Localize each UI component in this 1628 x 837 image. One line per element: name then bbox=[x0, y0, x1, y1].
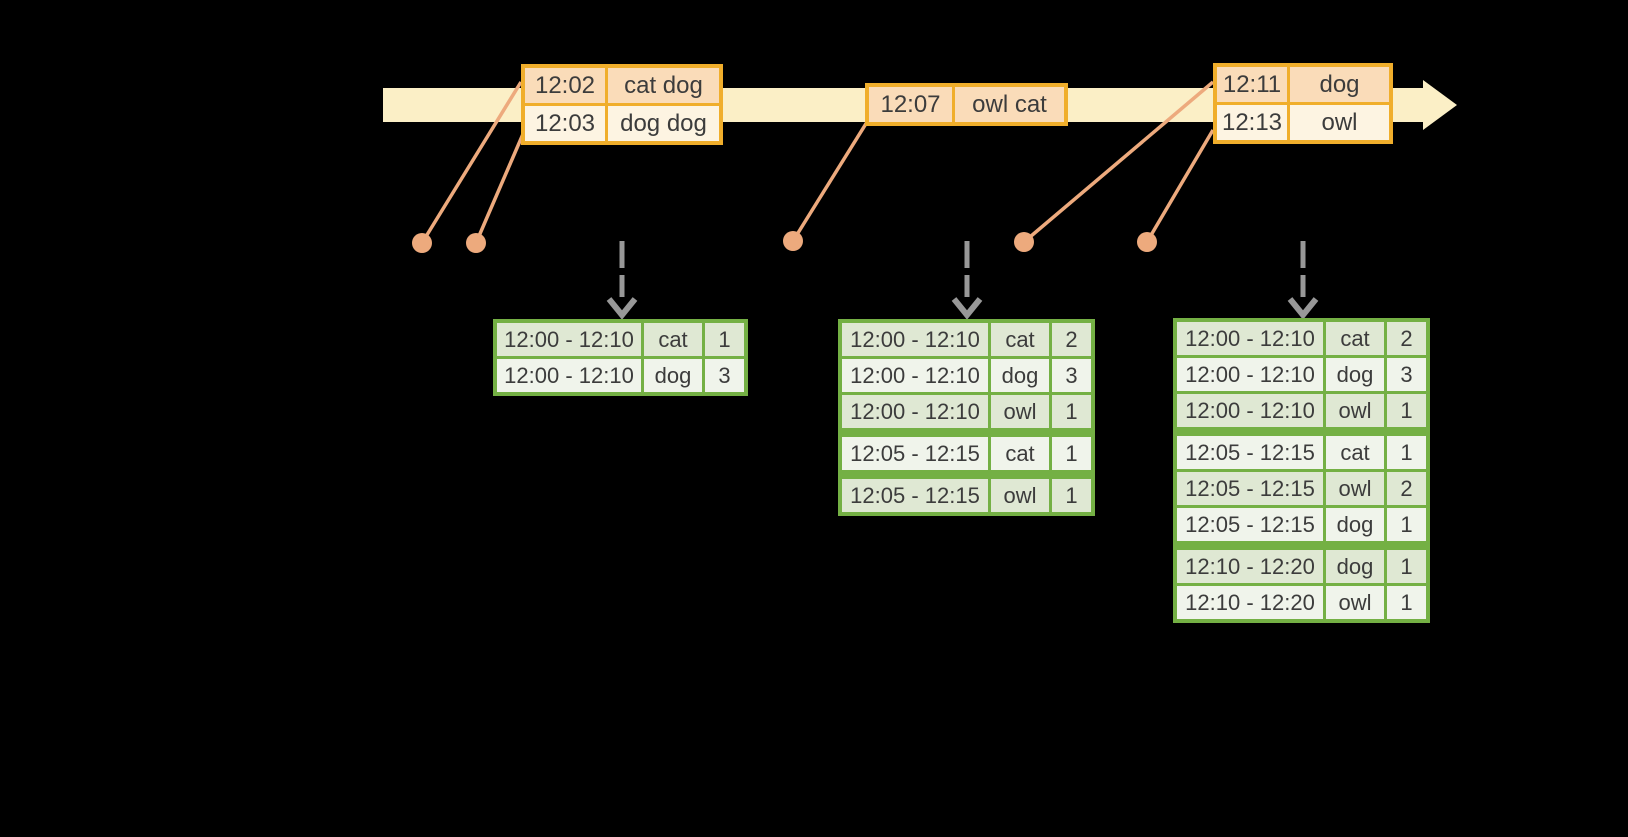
window-cell: 12:00 - 12:10 bbox=[842, 395, 988, 428]
window-cell: 12:00 - 12:10 bbox=[842, 323, 988, 356]
event-dots bbox=[412, 231, 1157, 253]
window-cell: 12:00 - 12:10 bbox=[842, 359, 988, 392]
word-cell: owl bbox=[1326, 394, 1384, 427]
word-cell: cat bbox=[1326, 322, 1384, 355]
count-cell: 2 bbox=[1387, 322, 1426, 355]
word-cell: cat bbox=[991, 323, 1049, 356]
event-time-cell: 12:02 bbox=[525, 68, 605, 103]
trigger-arrowhead-icon bbox=[1287, 297, 1319, 320]
word-cell: cat bbox=[991, 437, 1049, 470]
word-cell: dog bbox=[1326, 508, 1384, 541]
window-cell: 12:05 - 12:15 bbox=[1177, 472, 1323, 505]
word-cell: owl bbox=[991, 479, 1049, 512]
trigger-arrowhead-icon bbox=[606, 297, 638, 320]
count-cell: 1 bbox=[1387, 550, 1426, 583]
count-cell: 1 bbox=[1387, 436, 1426, 469]
window-cell: 12:05 - 12:15 bbox=[842, 479, 988, 512]
event-connector-line bbox=[474, 133, 525, 244]
window-cell: 12:00 - 12:10 bbox=[497, 359, 641, 392]
window-cell: 12:00 - 12:10 bbox=[497, 323, 641, 356]
event-dot bbox=[466, 233, 486, 253]
count-cell: 1 bbox=[1387, 508, 1426, 541]
event-time-cell: 12:13 bbox=[1217, 105, 1287, 140]
window-cell: 12:10 - 12:20 bbox=[1177, 586, 1323, 619]
event-connector-lines bbox=[420, 80, 1215, 244]
count-cell: 1 bbox=[705, 323, 744, 356]
count-cell: 3 bbox=[1387, 358, 1426, 391]
count-cell: 1 bbox=[1387, 586, 1426, 619]
event-time-cell: 12:03 bbox=[525, 106, 605, 141]
event-words-cell: dog bbox=[1290, 67, 1389, 102]
event-words-cell: dog dog bbox=[608, 106, 719, 141]
event-dot bbox=[783, 231, 803, 251]
event-connector-line bbox=[1022, 80, 1215, 244]
count-cell: 2 bbox=[1052, 323, 1091, 356]
event-connector-line bbox=[791, 121, 869, 242]
count-cell: 1 bbox=[1052, 395, 1091, 428]
event-dot bbox=[1137, 232, 1157, 252]
window-cell: 12:05 - 12:15 bbox=[1177, 508, 1323, 541]
event-words-cell: owl bbox=[1290, 105, 1389, 140]
word-cell: owl bbox=[1326, 472, 1384, 505]
count-cell: 1 bbox=[1052, 437, 1091, 470]
word-cell: dog bbox=[1326, 550, 1384, 583]
word-cell: owl bbox=[1326, 586, 1384, 619]
event-time-cell: 12:11 bbox=[1217, 67, 1287, 102]
window-cell: 12:05 - 12:15 bbox=[1177, 436, 1323, 469]
word-cell: dog bbox=[1326, 358, 1384, 391]
count-cell: 2 bbox=[1387, 472, 1426, 505]
window-cell: 12:10 - 12:20 bbox=[1177, 550, 1323, 583]
event-dot bbox=[1014, 232, 1034, 252]
window-cell: 12:00 - 12:10 bbox=[1177, 358, 1323, 391]
word-cell: cat bbox=[1326, 436, 1384, 469]
word-cell: owl bbox=[991, 395, 1049, 428]
word-cell: dog bbox=[991, 359, 1049, 392]
event-connector-line bbox=[420, 81, 523, 244]
trigger-arrowhead-icon bbox=[951, 297, 983, 320]
event-words-cell: cat dog bbox=[608, 68, 719, 103]
trigger-arrows bbox=[606, 241, 1319, 320]
word-cell: dog bbox=[644, 359, 702, 392]
count-cell: 3 bbox=[1052, 359, 1091, 392]
count-cell: 3 bbox=[705, 359, 744, 392]
event-time-cell: 12:07 bbox=[869, 87, 952, 122]
count-cell: 1 bbox=[1387, 394, 1426, 427]
event-connector-line bbox=[1145, 129, 1215, 243]
timeline-arrowhead-icon bbox=[1423, 80, 1457, 130]
event-words-cell: owl cat bbox=[955, 87, 1064, 122]
word-cell: cat bbox=[644, 323, 702, 356]
count-cell: 1 bbox=[1052, 479, 1091, 512]
window-cell: 12:00 - 12:10 bbox=[1177, 322, 1323, 355]
window-cell: 12:05 - 12:15 bbox=[842, 437, 988, 470]
window-cell: 12:00 - 12:10 bbox=[1177, 394, 1323, 427]
event-dot bbox=[412, 233, 432, 253]
